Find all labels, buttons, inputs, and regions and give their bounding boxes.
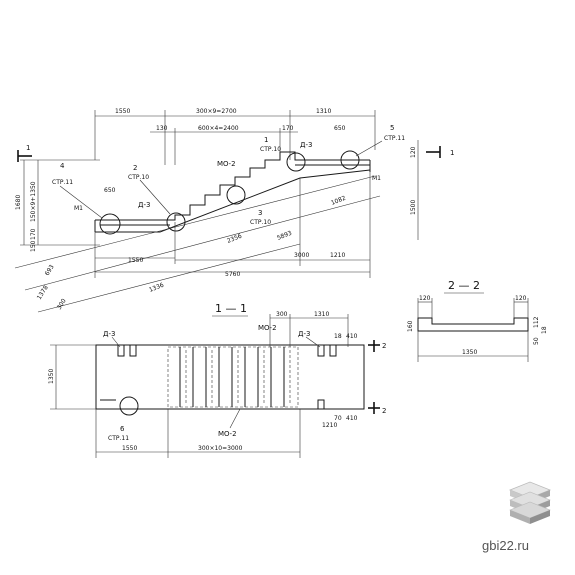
plan-dim-300x10: 300×10=3000	[198, 445, 243, 452]
dim-2356: 2356	[226, 233, 243, 245]
plan-dim-410b: 410	[346, 415, 358, 422]
callout-1-str: СТР.10	[260, 146, 281, 153]
dim-693: 693	[44, 263, 56, 277]
plan-dim-1350: 1350	[48, 369, 55, 384]
plan-dim-1310: 1310	[314, 311, 329, 318]
section22-dim-50: 50	[533, 337, 540, 345]
callout-2-num: 2	[133, 164, 137, 172]
dim-1210-elev: 1210	[330, 252, 345, 259]
section22-title: 2 — 2	[448, 279, 480, 292]
dim-130: 130	[156, 125, 168, 132]
dim-3000-elev: 3000	[294, 252, 309, 259]
callout-5-str: СТР.11	[384, 135, 405, 142]
plan-callout-6-str: СТР.11	[108, 435, 129, 442]
callout-1-num: 1	[264, 136, 268, 144]
dim-1082: 1082	[330, 195, 347, 207]
dim-1500-right: 1500	[410, 200, 417, 215]
dim-650-left: 650	[104, 187, 116, 194]
plan-label-mo2-top: МО-2	[258, 324, 277, 332]
dim-1550-elev: 1550	[128, 257, 143, 264]
plan-dim-410: 410	[346, 333, 358, 340]
dim-650-top: 650	[334, 125, 346, 132]
dim-1680: 1680	[15, 195, 22, 210]
section-2-2: 2 — 2 120 120 160 112 50 18 1350	[407, 279, 548, 362]
dim-150x9: 150×9+1350	[30, 181, 37, 222]
plan-dim-18: 18	[334, 333, 342, 340]
dim-1336: 1336	[148, 282, 165, 294]
callout-3-num: 3	[258, 209, 262, 217]
dim-170-left: 170	[30, 228, 37, 240]
label-m1-left: M1	[74, 205, 83, 212]
callout-5-num: 5	[390, 124, 394, 132]
label-d3-right: Д-3	[300, 141, 312, 149]
callout-2-str: СТР.10	[128, 174, 149, 181]
dim-170-top: 170	[282, 125, 294, 132]
dim-1310-top: 1310	[316, 108, 331, 115]
section-mark-2-top: 2	[382, 342, 386, 350]
site-watermark: gbi22.ru	[482, 538, 529, 553]
plan-label-d3-left: Д-3	[103, 330, 115, 338]
plan-dim-70: 70	[334, 415, 342, 422]
dim-300-incline: 300	[56, 297, 68, 311]
section22-dim-160: 160	[407, 320, 414, 332]
plan-dim-300: 300	[276, 311, 288, 318]
dim-300x9: 300×9=2700	[196, 108, 237, 115]
section-mark-2-bottom: 2	[382, 407, 386, 415]
section-mark-1-right: 1	[450, 149, 454, 157]
dim-1550-top: 1550	[115, 108, 130, 115]
callout-3-str: СТР.10	[250, 219, 271, 226]
callout-4-num: 4	[60, 162, 65, 170]
section-mark-1-left: 1	[26, 144, 30, 152]
dim-5760: 5760	[225, 271, 240, 278]
plan-callout-6-num: 6	[120, 425, 125, 433]
gbi-logo-icon	[508, 481, 552, 524]
dim-120-right: 120	[410, 146, 417, 158]
section22-dim-1350: 1350	[462, 349, 477, 356]
section22-dim-18: 18	[541, 326, 548, 334]
section22-dim-120b: 120	[515, 295, 527, 302]
dim-5893: 5893	[276, 230, 293, 242]
elevation-view: 1550 300×9=2700 1310 130 600×4=2400 170 …	[14, 108, 454, 313]
plan-title: 1 — 1	[215, 302, 247, 315]
label-d3-left: Д-3	[138, 201, 150, 209]
section22-dim-120a: 120	[419, 295, 431, 302]
plan-dim-1550: 1550	[122, 445, 137, 452]
label-m1-right: M1	[372, 175, 381, 182]
dim-150-left: 150	[30, 240, 37, 252]
plan-dim-1210: 1210	[322, 422, 337, 429]
plan-view-1-1: 1 — 1 300 1310 Д-3	[48, 302, 386, 458]
section22-dim-112: 112	[533, 316, 540, 328]
label-mo2-elev: МО-2	[217, 160, 236, 168]
dim-600x4: 600×4=2400	[198, 125, 239, 132]
plan-label-mo2-bottom: МО-2	[218, 430, 237, 438]
plan-label-d3-right: Д-3	[298, 330, 310, 338]
callout-4-str: СТР.11	[52, 179, 73, 186]
